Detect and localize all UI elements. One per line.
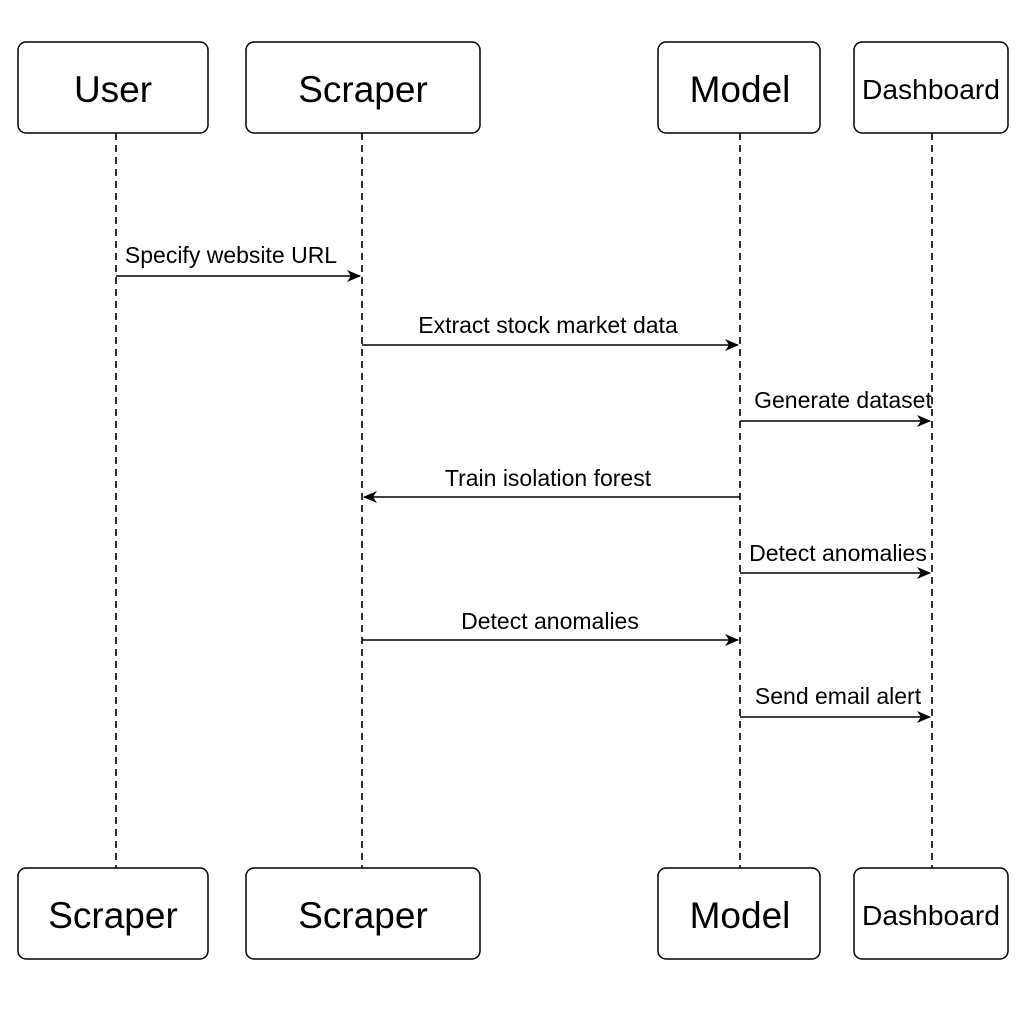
participant-bottom-4: Dashboard [853,867,1009,960]
message-6-label: Detect anomalies [461,608,639,634]
message-3-label: Generate dataset [754,387,932,413]
participant-top-2-label: Scraper [298,69,428,110]
participant-bottom-3-label: Model [690,895,791,936]
participant-bottom-4-label: Dashboard [862,900,1000,931]
message-2-label: Extract stock market data [418,312,678,338]
participant-top-3-label: Model [690,69,791,110]
message-6: Detect anomalies [362,608,739,646]
participant-bottom-2: Scraper [245,867,481,960]
participant-top-4-label: Dashboard [862,74,1000,105]
message-7: Send email alert [740,683,931,723]
participant-top-1-label: User [74,69,152,110]
participant-top-1: User [17,41,209,134]
participant-top-3: Model [657,41,821,134]
participant-top-4: Dashboard [853,41,1009,134]
participant-top-2: Scraper [245,41,481,134]
participant-bottom-1-label: Scraper [48,895,178,936]
message-7-label: Send email alert [755,683,922,709]
message-1-label: Specify website URL [125,242,337,268]
message-2: Extract stock market data [362,312,739,351]
message-5-label: Detect anomalies [749,540,927,566]
message-4: Train isolation forest [363,465,740,503]
participant-bottom-3: Model [657,867,821,960]
message-1: Specify website URL [116,242,361,282]
message-5: Detect anomalies [740,540,931,579]
participant-bottom-2-label: Scraper [298,895,428,936]
participant-bottom-1: Scraper [17,867,209,960]
message-3: Generate dataset [740,387,932,427]
message-4-label: Train isolation forest [445,465,652,491]
